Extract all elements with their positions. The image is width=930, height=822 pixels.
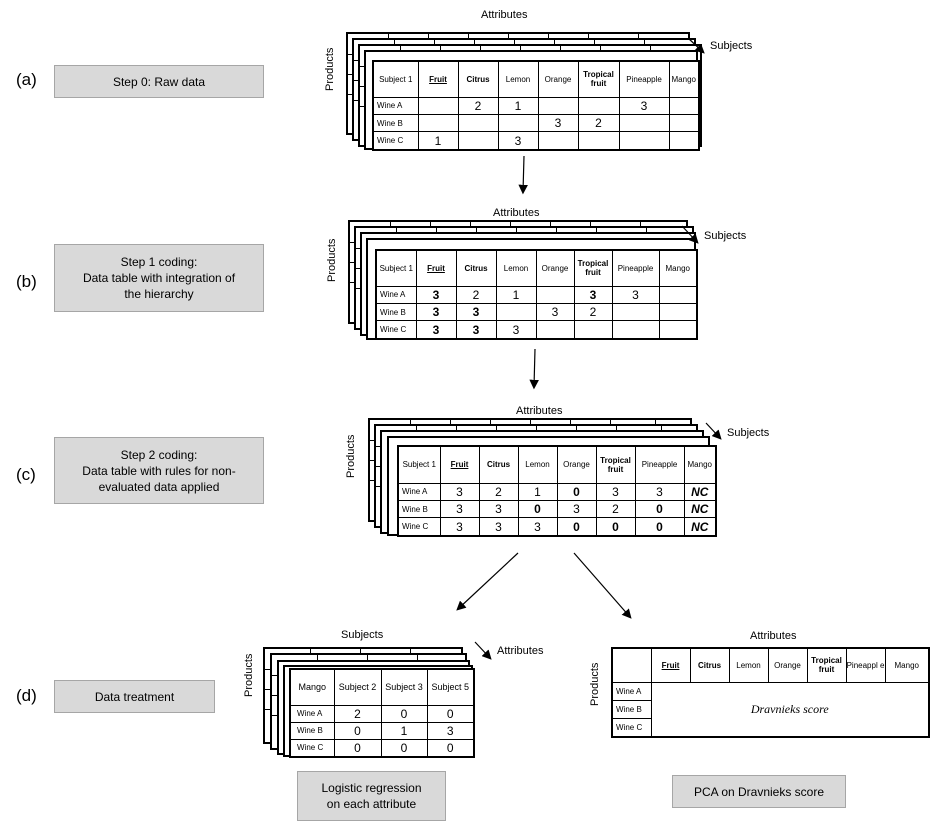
header-cell: Lemon: [728, 647, 769, 683]
header-cell: Fruit: [415, 249, 457, 287]
step-box-b: Step 1 coding: Data table with integrati…: [54, 244, 264, 312]
header-cell: Citrus: [457, 60, 499, 98]
header-cell: Lemon: [517, 445, 558, 484]
header-cell: Citrus: [689, 647, 730, 683]
arrow-c-to-logistic: [456, 552, 519, 611]
arrow-c-to-pca: [573, 552, 632, 619]
value-cell: 0: [426, 738, 475, 758]
corner-cell: Subject 1: [372, 60, 419, 98]
value-cell: 0: [333, 738, 382, 758]
header-cell: Fruit: [417, 60, 459, 98]
value-cell: 3: [426, 721, 475, 740]
row-label-a: (a): [16, 70, 37, 89]
value-cell: 0: [333, 721, 382, 740]
table-d-dravnieks: Fruit Citrus Lemon Orange Tropical fruit…: [611, 647, 930, 738]
subjects-label-b: Subjects: [704, 230, 747, 242]
value-cell: NC: [683, 517, 717, 537]
header-cell: Pineapple: [611, 249, 660, 287]
value-cell: 0: [595, 517, 636, 537]
step-box-a: Step 0: Raw data: [54, 65, 264, 98]
table-d-logistic: Mango Subject 2 Subject 3 Subject 5 Wine…: [289, 668, 475, 758]
step-box-c: Step 2 coding: Data table with rules for…: [54, 437, 264, 504]
value-cell: NC: [683, 499, 717, 519]
attributes-label-a: Attributes: [481, 9, 528, 21]
value-cell: 3: [415, 302, 457, 322]
arrow-b-to-c: [529, 348, 539, 390]
subjects-label-c: Subjects: [727, 427, 770, 439]
row-label-c: (c): [16, 465, 36, 484]
value-cell: 3: [517, 517, 558, 537]
table-a: Subject 1 Fruit Citrus Lemon Orange Trop…: [372, 60, 700, 151]
row-label-b: (b): [16, 272, 37, 291]
header-cell: Citrus: [455, 249, 497, 287]
dravnieks-score-cell: Dravnieks score: [650, 681, 930, 738]
row-header: Wine C: [611, 717, 652, 738]
header-cell: Orange: [556, 445, 597, 484]
table-c: Subject 1 Fruit Citrus Lemon Orange Trop…: [397, 445, 717, 537]
subjects-arrow-a: [687, 37, 705, 54]
value-cell: [658, 320, 698, 340]
header-cell: Mango: [884, 647, 930, 683]
attributes-label-b: Attributes: [493, 207, 540, 219]
attributes-arrow-d: [474, 641, 492, 660]
header-cell: Tropical fruit: [577, 60, 620, 98]
attributes-label-c: Attributes: [516, 405, 563, 417]
value-cell: [658, 302, 698, 322]
row-header: Wine B: [611, 699, 652, 719]
header-cell: Mango: [658, 249, 698, 287]
subjects-arrow-c: [705, 422, 722, 440]
subjects-arrow-b: [681, 225, 699, 244]
arrow-a-to-b: [518, 155, 528, 195]
pca-box: PCA on Dravnieks score: [672, 775, 846, 808]
subjects-label-d: Subjects: [341, 629, 384, 641]
step-box-d: Data treatment: [54, 680, 215, 713]
value-cell: [668, 113, 700, 133]
row-header: Wine B: [289, 721, 335, 740]
logistic-regression-box: Logistic regression on each attribute: [297, 771, 446, 821]
value-cell: 3: [497, 131, 539, 151]
value-cell: 2: [577, 113, 620, 133]
row-header: Wine C: [375, 320, 417, 340]
attributes-label-d1: Attributes: [497, 645, 544, 657]
value-cell: [668, 131, 700, 151]
header-cell: Subject 5: [426, 668, 475, 706]
header-cell: Subject 3: [380, 668, 428, 706]
row-header: Wine C: [372, 131, 419, 151]
header-cell: Mango: [668, 60, 700, 98]
header-cell: Pineapple: [634, 445, 685, 484]
header-cell: Tropical fruit: [595, 445, 636, 484]
table-b: Subject 1 Fruit Citrus Lemon Orange Trop…: [375, 249, 698, 340]
attributes-label-d2: Attributes: [750, 630, 797, 642]
subjects-label-a: Subjects: [710, 40, 753, 52]
row-label-d: (d): [16, 686, 37, 705]
header-cell: Tropical fruit: [806, 647, 847, 683]
